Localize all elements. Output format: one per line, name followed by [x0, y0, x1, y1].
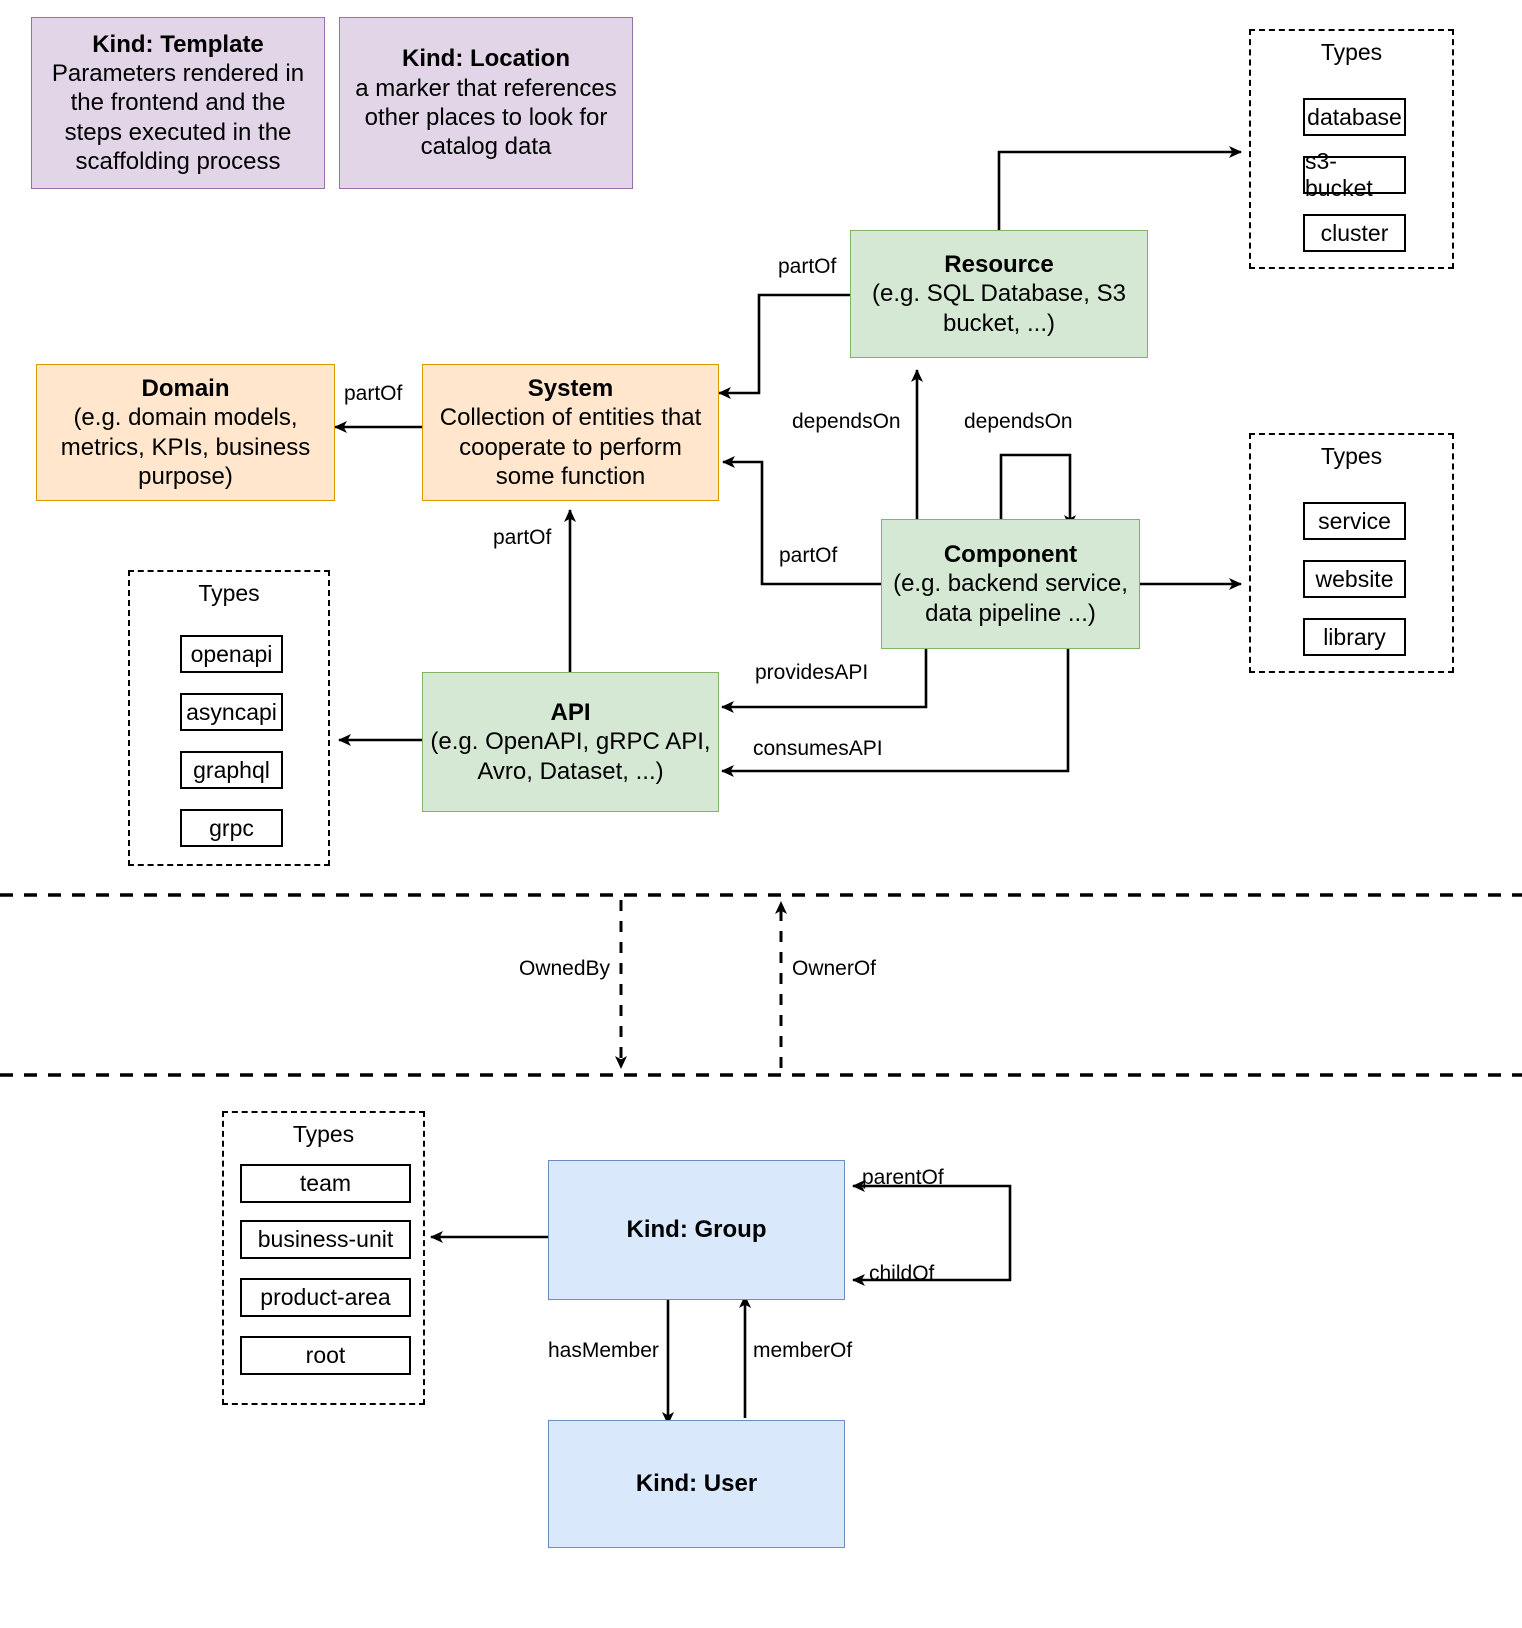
- node-desc: (e.g. OpenAPI, gRPC API, Avro, Dataset, …: [430, 728, 711, 785]
- type-chip-cluster[interactable]: cluster: [1303, 214, 1406, 252]
- node-title: Kind: Group: [626, 1216, 767, 1244]
- edge-label-resource-partof-system: partOf: [778, 255, 837, 278]
- node-desc: (e.g. SQL Database, S3 bucket, ...): [872, 280, 1126, 337]
- node-desc: (e.g. backend service, data pipeline ...…: [893, 570, 1128, 627]
- node-system[interactable]: System Collection of entities that coope…: [422, 364, 719, 501]
- edge-label-system-partof-domain: partOf: [344, 382, 403, 405]
- node-desc: Collection of entities that cooperate to…: [439, 404, 702, 490]
- edge-label-component-partof-system: partOf: [779, 544, 838, 567]
- types-group-component: Types service website library: [1249, 433, 1454, 673]
- node-title: Resource: [944, 251, 1054, 279]
- node-title: API: [550, 699, 591, 727]
- type-chip-website[interactable]: website: [1303, 560, 1406, 598]
- node-title: Kind: User: [635, 1470, 758, 1498]
- type-chip-team[interactable]: team: [240, 1164, 411, 1203]
- types-group-group: Types team business-unit product-area ro…: [222, 1111, 425, 1405]
- types-title: Types: [1320, 443, 1383, 469]
- edge-resource-to-types: [997, 146, 1242, 230]
- edge-resource-partof-system: [718, 293, 850, 399]
- edge-label-component-consumesapi: consumesAPI: [753, 737, 883, 760]
- edge-label-component-dependson-resource: dependsOn: [792, 410, 901, 433]
- edge-label-ownerof: OwnerOf: [792, 957, 877, 980]
- type-chip-product-area[interactable]: product-area: [240, 1278, 411, 1317]
- node-title: System: [527, 374, 614, 402]
- type-chip-grpc[interactable]: grpc: [180, 809, 283, 847]
- node-desc: Parameters rendered in the frontend and …: [51, 60, 305, 175]
- type-chip-database[interactable]: database: [1303, 98, 1406, 136]
- edge-label-ownedby: OwnedBy: [519, 957, 611, 980]
- edge-group-parentof: [852, 1180, 1012, 1246]
- node-domain[interactable]: Domain (e.g. domain models, metrics, KPI…: [36, 364, 335, 501]
- type-chip-service[interactable]: service: [1303, 502, 1406, 540]
- node-api[interactable]: API (e.g. OpenAPI, gRPC API, Avro, Datas…: [422, 672, 719, 812]
- types-title: Types: [198, 580, 260, 606]
- node-title: Kind: Template: [92, 30, 264, 58]
- edge-label-group-parentof: parentOf: [862, 1166, 944, 1189]
- node-title: Kind: Location: [402, 45, 570, 73]
- types-title: Types: [1320, 39, 1383, 65]
- node-kind-group[interactable]: Kind: Group: [548, 1160, 845, 1300]
- edge-label-group-childof: childOf: [869, 1262, 935, 1285]
- node-kind-location[interactable]: Kind: Location a marker that references …: [339, 17, 633, 189]
- node-title: Component: [943, 541, 1078, 569]
- node-kind-template[interactable]: Kind: Template Parameters rendered in th…: [31, 17, 325, 189]
- edge-label-user-memberof: memberOf: [753, 1339, 853, 1362]
- type-chip-business-unit[interactable]: business-unit: [240, 1220, 411, 1259]
- node-desc: (e.g. domain models, metrics, KPIs, busi…: [60, 404, 311, 490]
- types-group-resource: Types database s3-bucket cluster: [1249, 29, 1454, 269]
- edge-label-api-partof-system: partOf: [493, 526, 552, 549]
- node-desc: a marker that references other places to…: [355, 74, 617, 161]
- type-chip-library[interactable]: library: [1303, 618, 1406, 656]
- type-chip-graphql[interactable]: graphql: [180, 751, 283, 789]
- type-chip-asyncapi[interactable]: asyncapi: [180, 693, 283, 731]
- node-resource[interactable]: Resource (e.g. SQL Database, S3 bucket, …: [850, 230, 1148, 358]
- types-group-api: Types openapi asyncapi graphql grpc: [128, 570, 330, 866]
- types-title: Types: [292, 1121, 355, 1147]
- node-title: Domain: [141, 374, 230, 402]
- type-chip-openapi[interactable]: openapi: [180, 635, 283, 673]
- type-chip-s3-bucket[interactable]: s3-bucket: [1303, 148, 1406, 201]
- edge-label-group-hasmember: hasMember: [548, 1339, 659, 1362]
- node-kind-user[interactable]: Kind: User: [548, 1420, 845, 1548]
- type-chip-root[interactable]: root: [240, 1336, 411, 1375]
- edge-label-component-providesapi: providesAPI: [755, 661, 869, 684]
- edge-label-component-dependson-self: dependsOn: [964, 410, 1073, 433]
- node-component[interactable]: Component (e.g. backend service, data pi…: [881, 519, 1140, 649]
